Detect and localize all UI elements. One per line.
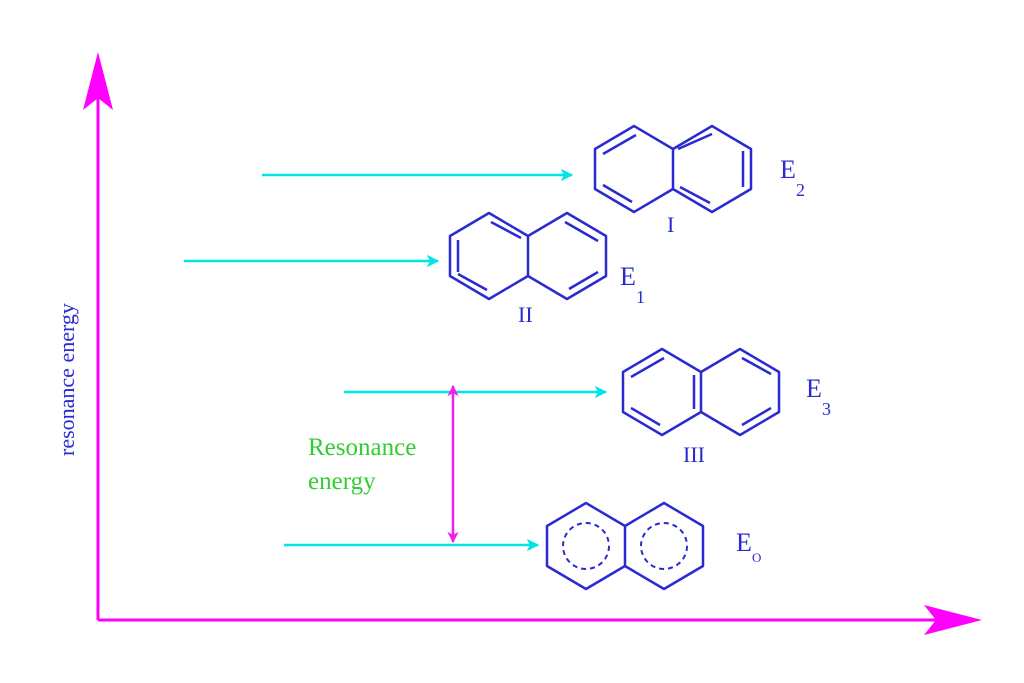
naphthalene-kekule-icon bbox=[448, 211, 608, 301]
structure-label-III: III bbox=[683, 442, 705, 467]
level-sub-E2: 2 bbox=[796, 180, 805, 200]
y-axis-label: resonance energy bbox=[54, 303, 79, 456]
structure-label-I: I bbox=[667, 212, 674, 237]
level-label-E1: E bbox=[620, 262, 636, 291]
level-label-E3: E bbox=[806, 374, 822, 403]
level-label-E2: E bbox=[780, 155, 796, 184]
level-sub-E1: 1 bbox=[636, 287, 645, 307]
naphthalene-kekule-icon bbox=[621, 347, 781, 437]
naphthalene-aromatic-icon bbox=[545, 501, 705, 591]
structure-label-II: II bbox=[518, 302, 533, 327]
level-arrows bbox=[184, 168, 608, 552]
resonance-label-line1: Resonance bbox=[308, 434, 416, 461]
axes: resonance energy bbox=[54, 52, 982, 635]
level-sub-E3: 3 bbox=[822, 399, 831, 419]
x-axis-arrowhead bbox=[924, 605, 982, 635]
naphthalene-kekule-icon bbox=[593, 124, 753, 214]
y-axis-arrowhead bbox=[83, 52, 113, 110]
level-sub-E0: O bbox=[752, 550, 761, 565]
level-label-E0: E bbox=[736, 528, 752, 557]
resonance-label-line2: energy bbox=[308, 468, 376, 495]
